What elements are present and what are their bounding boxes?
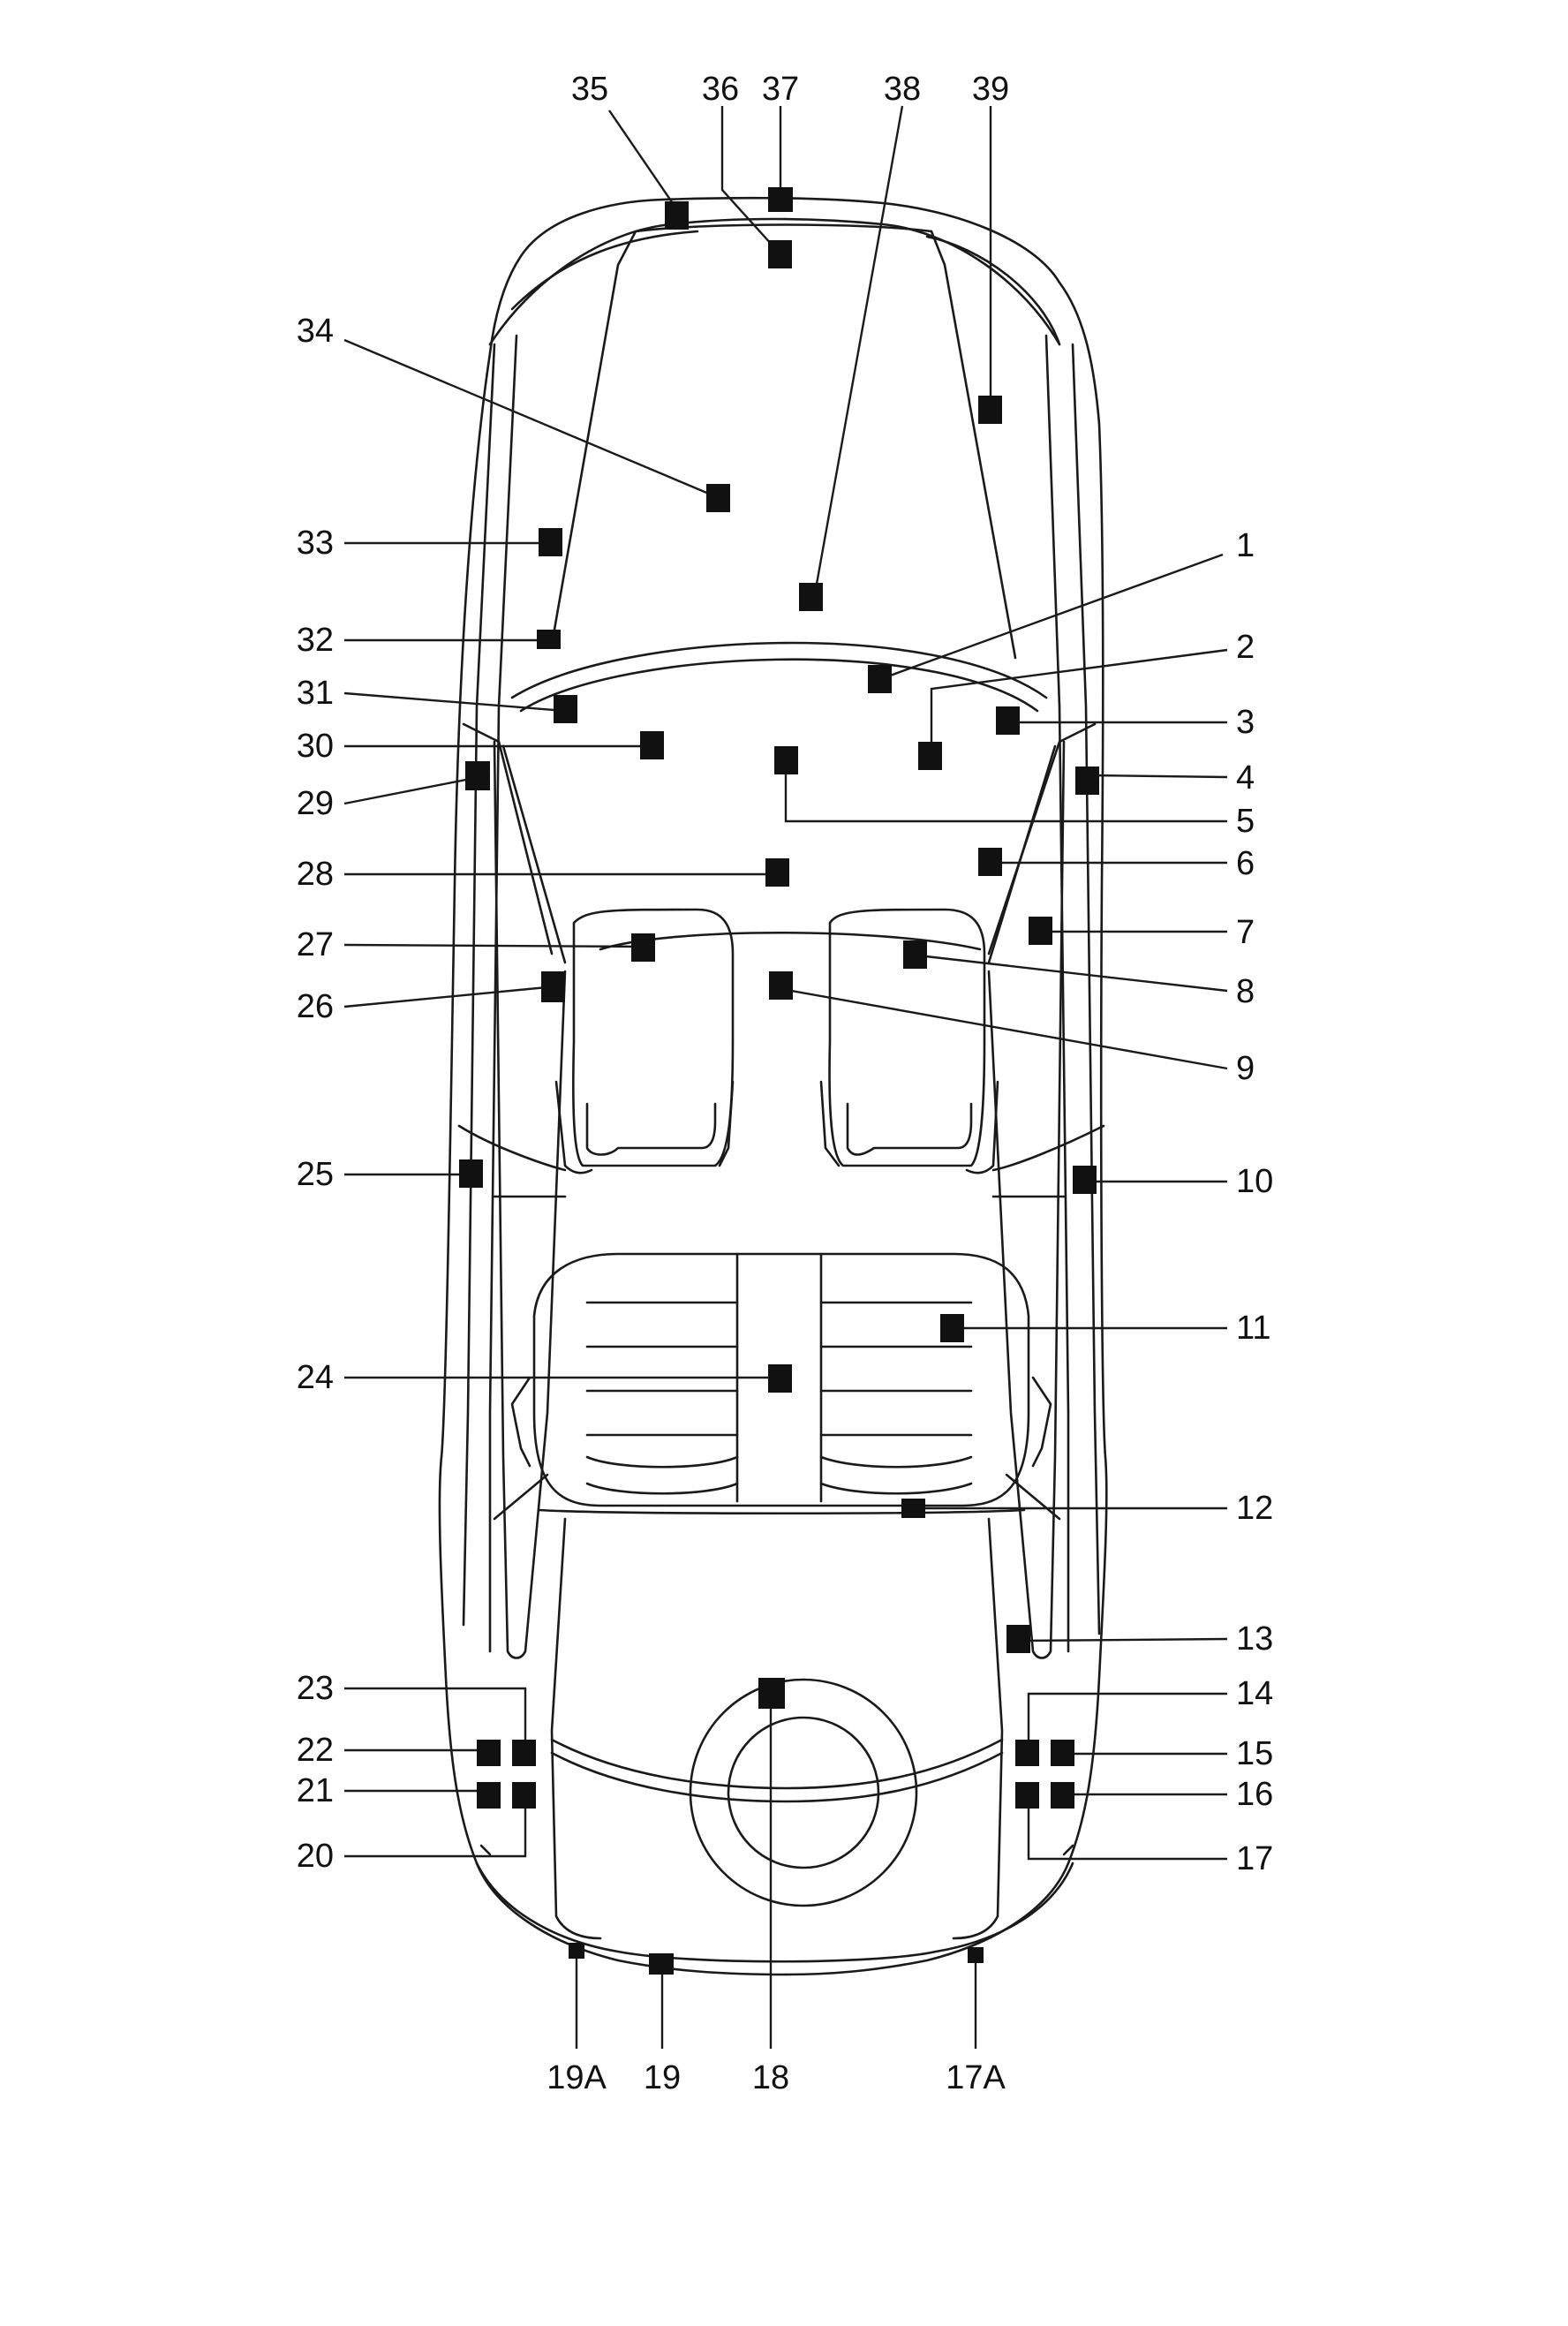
- callout-12: 12: [1236, 1490, 1273, 1527]
- callout-14: 14: [1236, 1675, 1273, 1712]
- marker-14: [1015, 1740, 1039, 1766]
- callout-2: 2: [1236, 629, 1255, 666]
- callout-25: 25: [297, 1156, 334, 1193]
- marker-24: [768, 1364, 792, 1393]
- marker-4: [1075, 767, 1099, 795]
- callout-17: 17: [1236, 1840, 1273, 1877]
- marker-39: [978, 396, 1002, 424]
- callout-34: 34: [297, 313, 334, 350]
- callout-28: 28: [297, 856, 334, 893]
- car-body-outline: [438, 196, 1108, 1976]
- marker-5: [774, 746, 798, 774]
- marker-3: [996, 706, 1020, 735]
- callout-35: 35: [571, 71, 608, 108]
- marker-8: [903, 940, 927, 969]
- marker-19A: [569, 1943, 584, 1959]
- callout-3: 3: [1236, 704, 1255, 741]
- callout-37: 37: [762, 71, 799, 108]
- marker-30: [640, 731, 664, 759]
- callout-5: 5: [1236, 803, 1255, 840]
- marker-19: [649, 1953, 674, 1975]
- callout-4: 4: [1236, 759, 1255, 797]
- callout-17A: 17A: [946, 2059, 1006, 2096]
- marker-29: [465, 761, 490, 790]
- marker-31: [554, 695, 577, 723]
- callout-8: 8: [1236, 973, 1255, 1010]
- marker-6: [978, 848, 1002, 876]
- callout-6: 6: [1236, 845, 1255, 882]
- marker-10: [1073, 1166, 1097, 1194]
- marker-12: [901, 1499, 925, 1518]
- callout-21: 21: [297, 1772, 334, 1809]
- marker-26: [541, 971, 565, 1002]
- leader-lines: [343, 105, 1228, 2049]
- callout-7: 7: [1236, 914, 1255, 951]
- callout-32: 32: [297, 622, 334, 659]
- marker-36: [768, 240, 792, 268]
- marker-2: [918, 742, 942, 770]
- callout-39: 39: [972, 71, 1009, 108]
- marker-15: [1051, 1740, 1074, 1766]
- callout-15: 15: [1236, 1735, 1273, 1772]
- callout-24: 24: [297, 1359, 334, 1396]
- marker-16: [1051, 1782, 1074, 1809]
- marker-35: [665, 201, 689, 230]
- callout-10: 10: [1236, 1163, 1273, 1200]
- marker-25: [459, 1159, 483, 1188]
- callout-11: 11: [1236, 1310, 1270, 1347]
- callout-9: 9: [1236, 1050, 1255, 1087]
- callout-23: 23: [297, 1670, 334, 1707]
- callout-16: 16: [1236, 1776, 1273, 1813]
- marker-38: [799, 583, 823, 611]
- marker-17A: [968, 1947, 984, 1963]
- callout-27: 27: [297, 926, 334, 963]
- callout-38: 38: [884, 71, 921, 108]
- callout-20: 20: [297, 1838, 334, 1875]
- marker-37: [768, 187, 793, 212]
- marker-34: [706, 484, 730, 512]
- location-markers: [459, 187, 1099, 1975]
- callout-22: 22: [297, 1732, 334, 1769]
- callout-31: 31: [297, 675, 334, 712]
- marker-23: [512, 1740, 536, 1766]
- callout-26: 26: [297, 988, 334, 1025]
- marker-1: [868, 665, 892, 693]
- callout-19A: 19A: [547, 2059, 607, 2096]
- marker-32: [537, 630, 561, 649]
- callout-33: 33: [297, 525, 334, 562]
- marker-7: [1029, 917, 1052, 945]
- callout-29: 29: [297, 785, 334, 822]
- marker-17: [1015, 1782, 1039, 1809]
- callout-13: 13: [1236, 1620, 1273, 1658]
- marker-13: [1006, 1625, 1030, 1653]
- marker-27: [631, 933, 655, 962]
- marker-22: [477, 1740, 501, 1766]
- callout-19: 19: [644, 2059, 681, 2096]
- callout-30: 30: [297, 728, 334, 765]
- marker-11: [940, 1314, 964, 1342]
- marker-18: [758, 1678, 785, 1709]
- marker-9: [769, 971, 793, 1000]
- marker-33: [539, 528, 562, 556]
- marker-20: [512, 1782, 536, 1809]
- callout-36: 36: [702, 71, 739, 108]
- callout-18: 18: [752, 2059, 789, 2096]
- callout-labels: 1 2 3 4 5 6 7 8 9 10 11 12 13 14 15 16 1…: [297, 71, 1274, 2096]
- callout-1: 1: [1236, 527, 1255, 564]
- marker-28: [765, 858, 789, 887]
- marker-21: [477, 1782, 501, 1809]
